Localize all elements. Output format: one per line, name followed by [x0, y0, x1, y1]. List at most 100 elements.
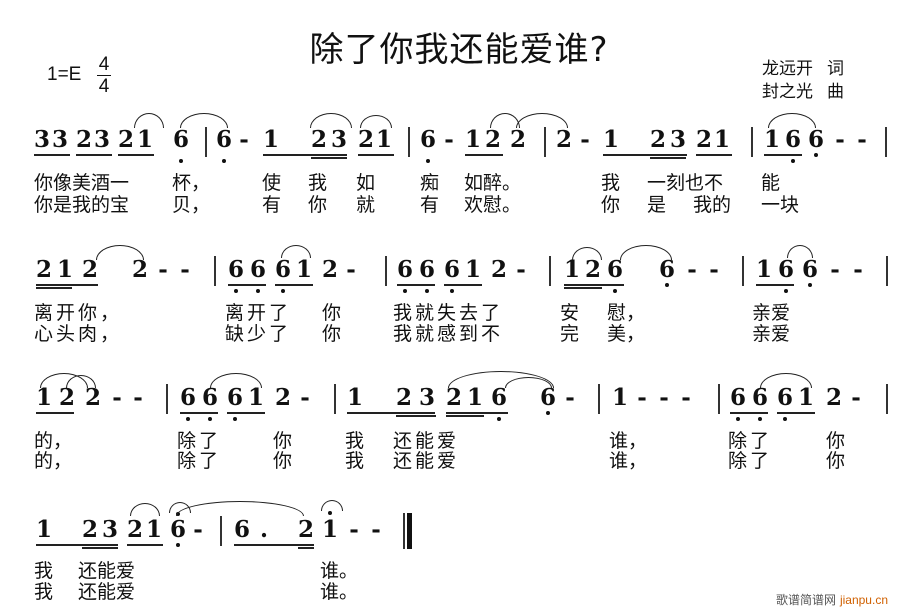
underline: [227, 412, 265, 414]
lyric: 的，: [34, 430, 73, 452]
tie: [572, 247, 602, 260]
lyric: 除了: [728, 450, 773, 472]
note: 2: [485, 126, 502, 153]
lyric: 谁。: [320, 581, 359, 603]
note: 2: [275, 384, 292, 411]
bar-line: [334, 384, 336, 414]
lyric: 一刻也不: [647, 172, 724, 194]
note: -: [516, 256, 526, 283]
underline: [180, 412, 218, 414]
lyric: 我: [34, 581, 54, 603]
tie: [787, 245, 813, 258]
note: 3: [419, 384, 436, 411]
underline: [730, 412, 768, 414]
low-octave-dot: [176, 543, 180, 547]
underline: [234, 544, 314, 546]
low-octave-dot: [426, 159, 430, 163]
note: 6: [802, 256, 819, 283]
lyric: 心头肉，: [34, 323, 123, 345]
note: 3: [670, 126, 687, 153]
lyric: 美，: [607, 323, 646, 345]
note: 6: [659, 256, 676, 283]
note: 1: [146, 516, 163, 543]
low-octave-dot: [281, 289, 285, 293]
note: 1: [57, 256, 74, 283]
note: 3: [34, 126, 51, 153]
note: 2: [585, 256, 602, 283]
tie: [130, 503, 160, 516]
lyric: 谁，: [609, 450, 648, 472]
note: 6: [752, 384, 769, 411]
note: 6: [180, 384, 197, 411]
note: -: [193, 516, 203, 543]
note: -: [371, 516, 381, 543]
underline-double: [82, 547, 118, 549]
note: 6: [444, 256, 461, 283]
lyricist-credit: 龙远开词: [762, 58, 844, 81]
note: -: [349, 516, 359, 543]
lyric: 谁，: [609, 430, 648, 452]
lyric: 除了: [728, 430, 773, 452]
underline: [36, 412, 74, 414]
low-octave-dot: [222, 159, 226, 163]
note: 6: [540, 384, 557, 411]
song-title: 除了你我还能爱谁?: [309, 30, 609, 70]
note: 6: [785, 126, 802, 153]
note: 6: [202, 384, 219, 411]
underline: [603, 154, 687, 156]
low-octave-dot: [613, 289, 617, 293]
note: 1: [36, 516, 53, 543]
composer-credit: 封之光曲: [762, 81, 844, 104]
low-octave-dot: [665, 283, 669, 287]
lyric: 能: [761, 172, 781, 194]
note: 6: [419, 256, 436, 283]
note: 2: [298, 516, 315, 543]
lyric: 亲爱: [752, 323, 791, 345]
time-denominator: 4: [98, 76, 110, 97]
note: 1: [764, 126, 781, 153]
underline: [564, 284, 624, 286]
low-octave-dot: [546, 411, 550, 415]
low-octave-dot: [256, 289, 260, 293]
bar-line: [549, 256, 551, 286]
lyric: 你: [322, 323, 342, 345]
lyric: 我: [308, 172, 328, 194]
lyric: 安: [560, 302, 580, 324]
underline: [696, 154, 732, 156]
note: 2: [118, 126, 135, 153]
lyric: 你: [826, 430, 846, 452]
note: 6: [607, 256, 624, 283]
note: -: [133, 384, 143, 411]
bar-line: [885, 127, 887, 157]
bar-line: [205, 127, 207, 157]
note: -: [687, 256, 697, 283]
bar-line: [544, 127, 546, 157]
lyricist-role: 词: [827, 59, 844, 79]
low-octave-dot: [186, 417, 190, 421]
bar-line: [166, 384, 168, 414]
fermata-icon: [321, 500, 343, 511]
composer-name: 封之光: [762, 82, 813, 102]
note: -: [112, 384, 122, 411]
low-octave-dot: [808, 283, 812, 287]
tie: [768, 113, 816, 128]
note: 1: [564, 256, 581, 283]
lyric: 除了: [177, 430, 222, 452]
final-bar-thin: [403, 513, 405, 549]
note: 1: [714, 126, 731, 153]
lyric: 你是我的宝: [34, 194, 130, 216]
note: 6: [250, 256, 267, 283]
lyric: 你: [273, 430, 293, 452]
note: 6: [777, 384, 794, 411]
note: 1: [756, 256, 773, 283]
note: 6: [170, 516, 187, 543]
bar-line: [886, 384, 888, 414]
low-octave-dot: [403, 289, 407, 293]
lyric: 我就感到不: [393, 323, 504, 345]
underline: [347, 412, 435, 414]
tie: [620, 245, 672, 260]
underline-double: [446, 415, 484, 417]
low-octave-dot: [233, 417, 237, 421]
note: -: [580, 126, 590, 153]
